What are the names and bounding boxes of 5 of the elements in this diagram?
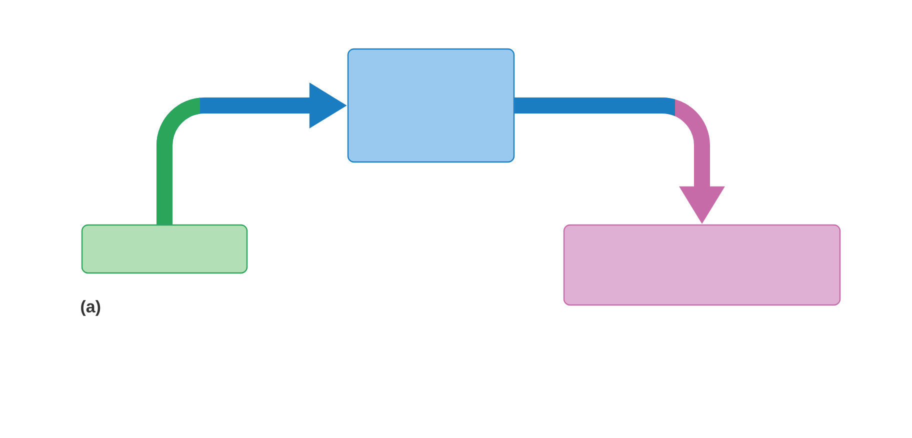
process-box <box>563 224 841 306</box>
process-box <box>81 224 248 274</box>
arrow <box>514 98 725 224</box>
panel-label: (a) <box>81 300 100 316</box>
process-box <box>347 48 515 163</box>
